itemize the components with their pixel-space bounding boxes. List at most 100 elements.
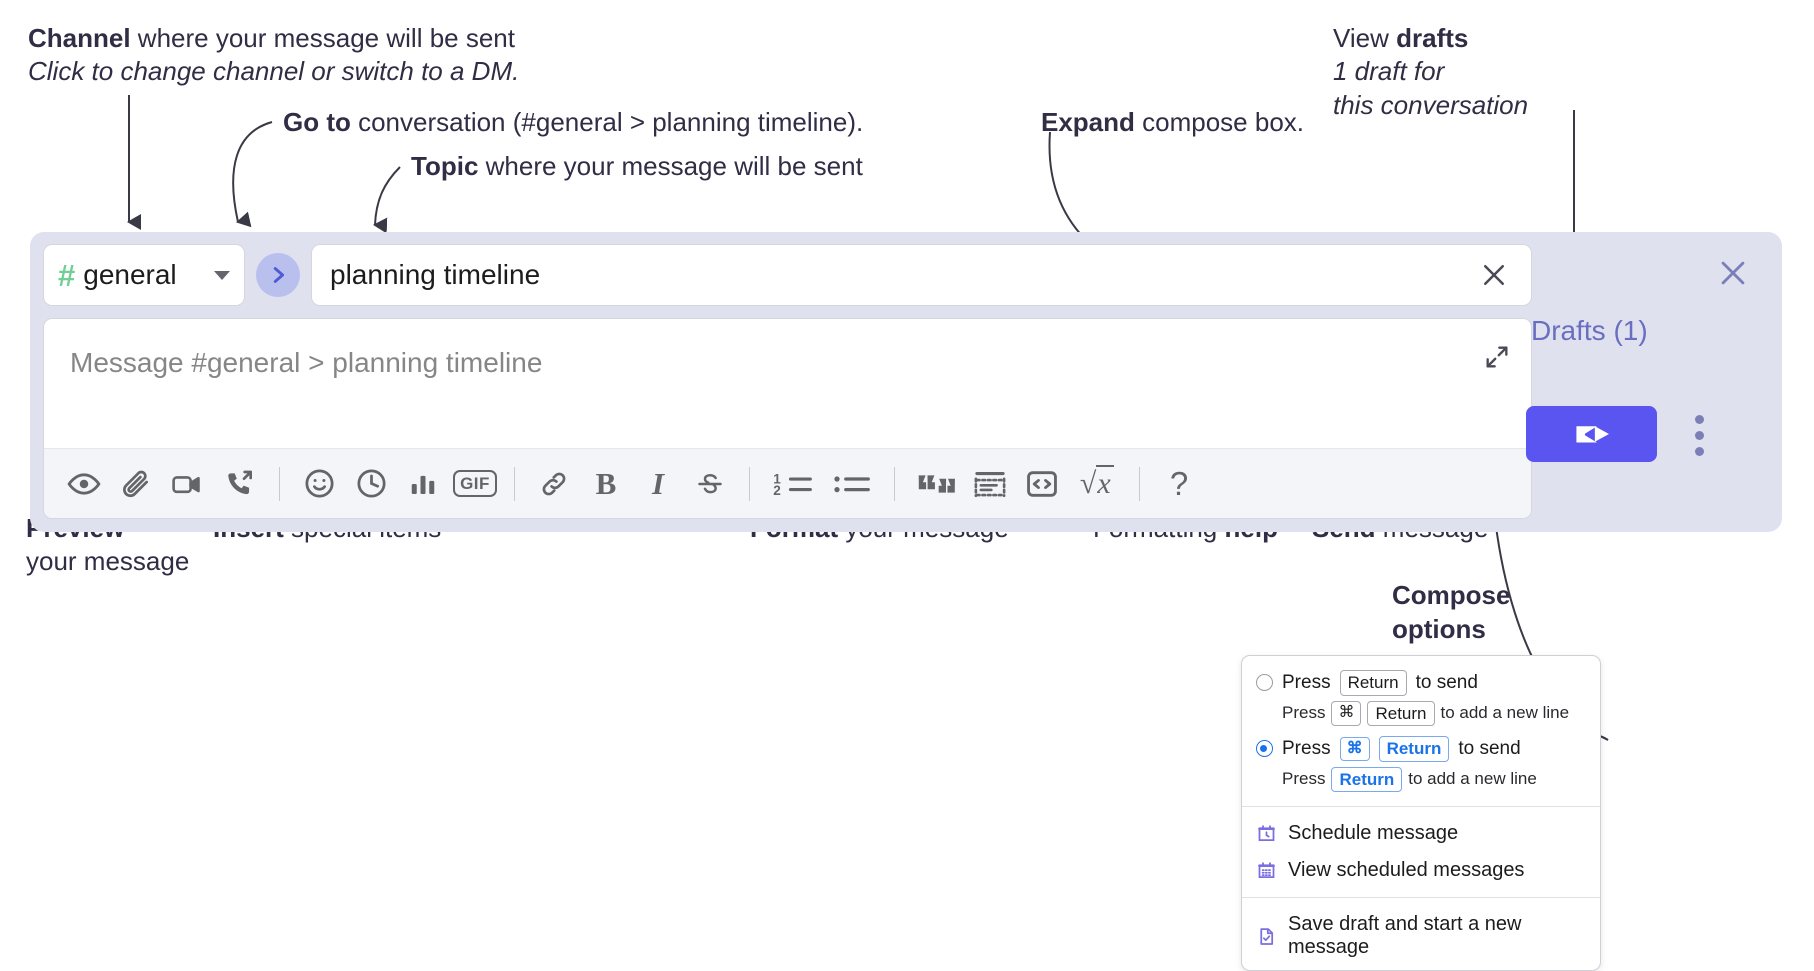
annotation-goto-bold: Go to [283,107,351,137]
expand-icon[interactable] [1477,337,1517,377]
calendar-clock-icon [1258,825,1275,842]
menu-divider [1242,897,1600,899]
radio2-pre: Press [1282,737,1331,759]
annotation-channel: Channel where your message will be sent … [28,22,519,89]
dot [1694,446,1704,456]
calendar-grid-icon [1258,862,1275,879]
drafts-link[interactable]: Drafts (1) [1531,315,1648,346]
annotation-expand: Expand compose box. [1041,106,1304,139]
radio1-sub-post: to add a new line [1440,703,1570,723]
draft-save-icon [1260,927,1274,945]
strikethrough-icon[interactable] [684,458,736,510]
link-icon[interactable] [528,458,580,510]
menu-item-label: View scheduled messages [1288,859,1525,882]
compose-main: # general planning timeline Message #ge [43,244,1532,519]
annotation-topic-rest: where your message will be sent [478,151,863,181]
chevron-right-icon [273,267,285,283]
annotation-drafts-line3: this conversation [1333,89,1529,120]
phone-forward-icon[interactable] [214,458,266,510]
annotation-channel-rest: where your message will be sent [130,23,515,53]
italic-label: I [651,465,665,501]
radio2-sub-post: to add a new line [1408,769,1537,789]
dot [1694,414,1704,424]
formatting-toolbar: GIF B I [44,448,1531,518]
svg-text:1: 1 [773,471,781,486]
code-block-icon[interactable] [964,458,1016,510]
dot [1694,430,1704,440]
attachment-icon[interactable] [110,458,162,510]
toolbar-separator [279,466,280,501]
message-input[interactable]: Message #general > planning timeline [43,318,1532,519]
menu-item-save-draft[interactable]: Save draft and start a new message [1242,906,1600,966]
channel-name-label: general [83,259,177,290]
poll-icon[interactable] [397,458,449,510]
topic-field[interactable]: planning timeline [311,244,1532,306]
help-icon[interactable]: ? [1153,458,1205,510]
annotation-goto: Go to conversation (#general > planning … [283,106,863,139]
help-label: ? [1169,464,1189,502]
go-to-conversation-button[interactable] [256,253,300,297]
compose-options-menu: Press Return to send Press ⌘ Return to a… [1241,655,1601,971]
annotation-topic-bold: Topic [411,151,479,181]
annotation-expand-bold: Expand [1041,107,1135,137]
code-icon[interactable] [1016,458,1068,510]
math-icon[interactable]: √x [1068,458,1126,510]
close-icon[interactable] [1712,252,1754,294]
menu-item-view-scheduled-messages[interactable]: View scheduled messages [1242,852,1600,889]
annotation-expand-rest: compose box. [1134,107,1305,137]
radio-icon[interactable] [1256,674,1273,692]
annotation-compose-options-line2: options [1392,614,1486,645]
radio-icon[interactable] [1256,740,1273,758]
compose-options-button[interactable] [1687,410,1711,460]
bold-label: B [595,465,617,501]
ordered-list-icon[interactable]: 1 2 [763,458,823,510]
gif-label: GIF [453,470,497,497]
toolbar-separator [894,466,895,501]
video-icon[interactable] [162,458,214,510]
radio2-hint: Press Return to add a new line [1242,766,1600,799]
chevron-down-icon [214,270,230,280]
hash-icon: # [58,257,75,293]
radio1-post: to send [1415,671,1478,693]
annotation-drafts-line2: 1 draft for [1333,56,1445,87]
annotation-goto-rest: conversation (#general > planning timeli… [350,107,864,137]
close-icon[interactable] [1473,254,1515,296]
compose-side: Drafts (1) [1519,232,1782,532]
gif-icon[interactable]: GIF [449,458,501,510]
compose-header-row: # general planning timeline [43,244,1532,306]
italic-icon[interactable]: I [632,458,684,510]
channel-selector[interactable]: # general [43,244,245,306]
radio-option-return-to-send[interactable]: Press Return to send [1242,666,1600,700]
emoji-icon[interactable] [293,458,345,510]
menu-item-label: Save draft and start a new message [1288,913,1522,959]
annotation-preview-line2: your message [26,546,190,577]
menu-item-schedule-message[interactable]: Schedule message [1242,815,1600,852]
annotation-drafts-bold: drafts [1396,23,1469,53]
key-return: Return [1339,670,1407,696]
annotation-channel-bold: Channel [28,23,131,53]
menu-divider [1242,806,1600,808]
radio2-post: to send [1458,737,1521,759]
bulleted-list-icon[interactable] [823,458,881,510]
preview-icon[interactable] [58,458,110,510]
compose-panel: # general planning timeline Message #ge [30,232,1782,532]
send-button[interactable] [1526,406,1657,462]
bold-icon[interactable]: B [580,458,632,510]
key-command: ⌘ [1339,736,1370,762]
annotation-compose-options-line1: Compose [1392,580,1511,610]
svg-text:2: 2 [773,483,781,498]
annotation-channel-italic: Click to change channel or switch to a D… [28,56,520,87]
annotation-drafts-plain: View [1333,23,1397,53]
key-return: Return [1331,766,1403,793]
clock-icon[interactable] [345,458,397,510]
radio-option-cmd-return-to-send[interactable]: Press ⌘ Return to send [1242,732,1600,766]
menu-item-label: Schedule message [1288,822,1459,845]
annotation-topic: Topic where your message will be sent [411,150,863,183]
radio1-pre: Press [1282,671,1331,693]
math-label: √x [1079,464,1115,500]
radio2-sub-pre: Press [1282,769,1326,789]
toolbar-separator [749,466,750,501]
blockquote-icon[interactable] [908,458,964,510]
toolbar-separator [1139,466,1140,501]
key-return: Return [1378,736,1450,762]
